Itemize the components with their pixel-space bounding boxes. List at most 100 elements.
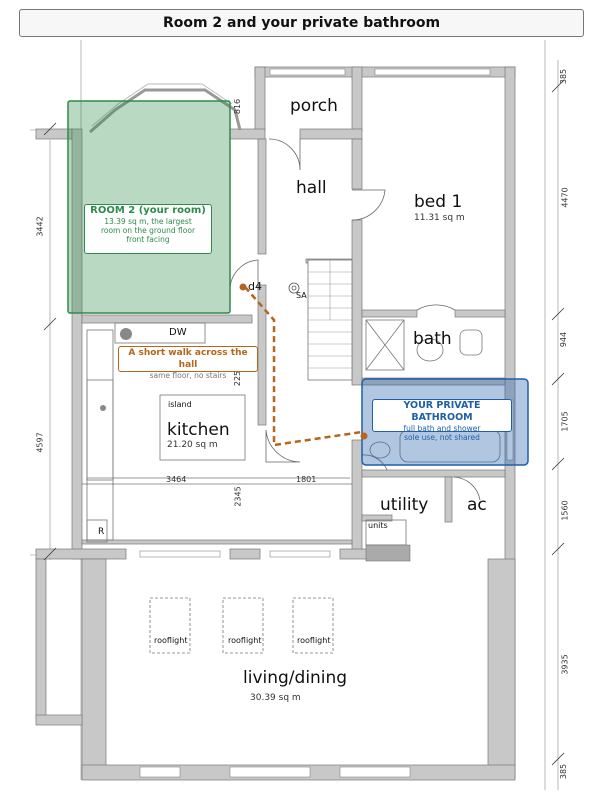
room2-callout-line: room on the ground floor	[100, 226, 196, 235]
dim-right: 385	[559, 68, 569, 85]
kitchen-area: 21.20 sq m	[167, 440, 218, 450]
wall	[487, 558, 516, 780]
wall	[351, 138, 363, 190]
dim-right: 385	[559, 763, 569, 780]
room2-callout-line: 13.39 sq m, the largest	[104, 217, 192, 226]
window	[269, 550, 331, 558]
wall	[35, 714, 83, 726]
worktop	[86, 329, 114, 541]
wall	[35, 548, 127, 560]
island	[159, 394, 246, 461]
wall	[35, 558, 47, 720]
bathroom-callout: YOUR PRIVATE BATHROOM full bath and show…	[372, 399, 512, 442]
hall-label: hall	[296, 178, 327, 198]
smoke-alarm-icon	[288, 282, 300, 294]
window	[374, 68, 491, 76]
window	[229, 766, 311, 778]
door	[268, 138, 301, 171]
rooflight-label: rooflight	[228, 636, 262, 645]
bathroom-callout-line: full bath and shower	[403, 424, 481, 433]
wall	[35, 128, 73, 140]
dim-bay: 816	[233, 98, 243, 115]
room2-callout-line: front facing	[126, 235, 170, 244]
dim-kitchen-h2: 2345	[233, 486, 243, 507]
wall	[361, 514, 393, 522]
dim-left-bottom: 4597	[35, 432, 45, 453]
window	[269, 68, 346, 76]
wall	[361, 469, 506, 478]
basin	[369, 441, 391, 459]
wall	[351, 219, 363, 386]
worktop-top	[114, 322, 206, 344]
units-label: units	[368, 521, 388, 530]
page-title-text: Room 2 and your private bathroom	[162, 15, 441, 31]
wall	[257, 284, 267, 426]
wall	[81, 539, 353, 545]
page-title: Room 2 and your private bathroom	[19, 9, 584, 37]
walk-path	[244, 286, 363, 447]
room2-callout: ROOM 2 (your room) 13.39 sq m, the large…	[84, 204, 212, 254]
bathroom-callout-line: sole use, not shared	[404, 433, 480, 442]
window	[139, 766, 181, 778]
door	[453, 476, 481, 501]
ac-label: ac	[467, 495, 487, 515]
basin	[416, 338, 444, 362]
rooflight-label: rooflight	[297, 636, 331, 645]
porch-label: porch	[290, 96, 338, 116]
wall	[351, 439, 363, 551]
wall	[339, 548, 371, 560]
rooflight	[149, 597, 191, 654]
window	[339, 766, 411, 778]
hob	[120, 328, 132, 340]
room2-callout-title: ROOM 2 (your room)	[90, 205, 206, 216]
door	[361, 454, 388, 471]
walk-callout: A short walk across the hall same floor,…	[118, 346, 258, 380]
wall	[254, 66, 266, 132]
kitchen-label: kitchen	[167, 420, 230, 440]
fridge-label: R	[98, 527, 105, 537]
rooflight	[222, 597, 264, 654]
smoke-alarm-label: SA	[296, 291, 307, 300]
bay-window	[89, 88, 242, 134]
bed1-label: bed 1	[414, 192, 463, 212]
door	[265, 429, 301, 463]
fridge	[86, 519, 108, 543]
wall	[351, 66, 363, 132]
wall	[81, 314, 253, 324]
wall	[299, 128, 363, 140]
dim-left-top: 3442	[35, 216, 45, 237]
walk-callout-title: A short walk across the hall	[128, 348, 248, 370]
window	[139, 550, 221, 558]
bath-label: bath	[413, 329, 452, 349]
dim-right: 3935	[560, 654, 570, 675]
wall	[454, 309, 506, 318]
wall	[229, 128, 266, 140]
door	[416, 304, 456, 311]
wall	[361, 309, 418, 318]
dim-right: 4470	[560, 187, 570, 208]
wall	[229, 548, 261, 560]
rooflight-label: rooflight	[154, 636, 188, 645]
toilet	[459, 329, 483, 356]
dim-right: 1560	[560, 500, 570, 521]
dim-hall-width: 1801	[296, 475, 317, 484]
living-area: 30.39 sq m	[250, 693, 301, 703]
shower	[365, 319, 405, 371]
dim-kitchen-width: 3464	[166, 475, 187, 484]
rooflight	[292, 597, 334, 654]
living-label: living/dining	[243, 668, 348, 688]
walk-start	[239, 283, 247, 291]
door-d4-label: d4	[248, 280, 262, 293]
utility-label: utility	[380, 495, 429, 515]
bed1-area: 11.31 sq m	[414, 213, 465, 223]
wall	[257, 138, 267, 255]
walk-callout-sub: same floor, no stairs	[149, 371, 227, 380]
wall	[444, 476, 453, 523]
walk-end	[360, 432, 368, 440]
dim-right: 1705	[560, 411, 570, 432]
dw-label: DW	[169, 327, 187, 338]
dim-right: 944	[559, 331, 569, 348]
island-label: island	[168, 400, 192, 409]
sink	[100, 405, 106, 411]
bathroom-callout-title: YOUR PRIVATE BATHROOM	[403, 400, 481, 423]
